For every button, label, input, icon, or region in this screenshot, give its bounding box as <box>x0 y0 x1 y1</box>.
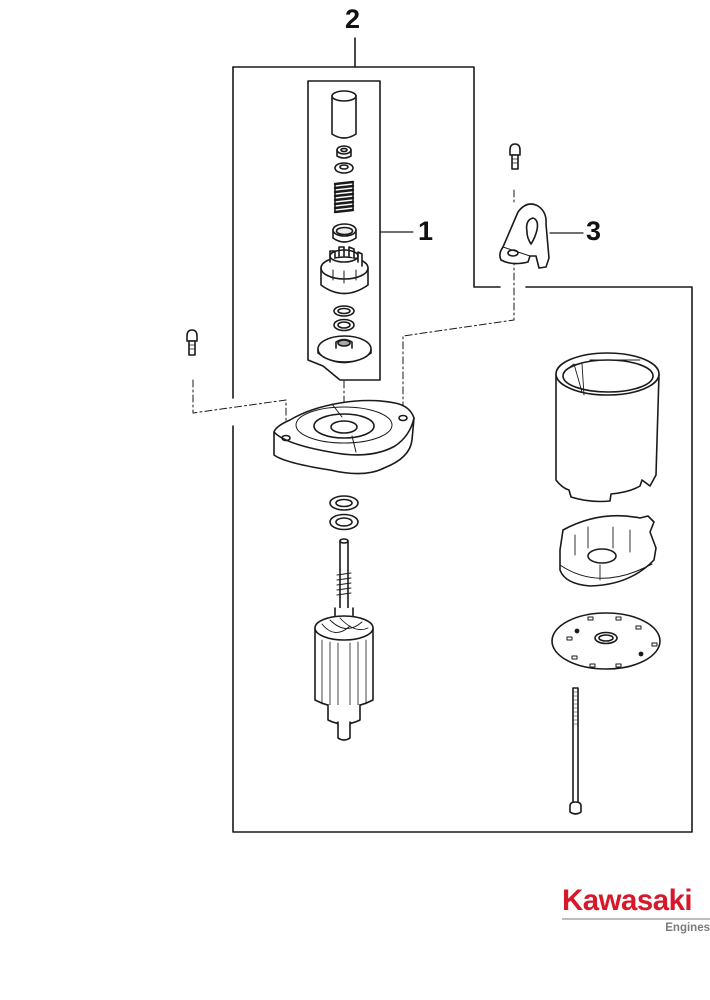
assembly-frame <box>232 37 693 833</box>
frame-screw <box>186 329 198 356</box>
brand-subtitle: Engines <box>665 922 710 934</box>
drive-end-cover <box>273 399 415 475</box>
armature <box>314 538 374 741</box>
retainer-washer <box>334 162 354 174</box>
thrust-washer-a <box>333 305 355 317</box>
brush-holder <box>559 514 657 587</box>
clutch-plate <box>317 335 372 364</box>
shaft-washer-b <box>329 513 359 531</box>
mounting-bracket <box>499 203 550 269</box>
brand-divider <box>562 918 710 920</box>
pinion-gear <box>320 246 369 295</box>
bracket-screw <box>509 143 521 170</box>
through-bolt <box>569 687 582 815</box>
brand-logo: Kawasaki Engines <box>562 886 710 934</box>
brand-name: Kawasaki <box>562 884 693 917</box>
kit-frame <box>307 80 414 381</box>
pinion-cap <box>331 90 357 139</box>
callout-1: 1 <box>418 216 434 246</box>
callout-3: 3 <box>586 216 602 246</box>
thrust-washer-b <box>333 318 355 332</box>
return-spring <box>333 180 355 214</box>
end-plate <box>551 612 661 670</box>
callout-2: 2 <box>345 4 361 34</box>
spring-cup <box>332 223 357 243</box>
stop-collar <box>336 145 352 159</box>
yoke-housing <box>555 352 660 503</box>
shaft-washer-a <box>329 495 359 511</box>
